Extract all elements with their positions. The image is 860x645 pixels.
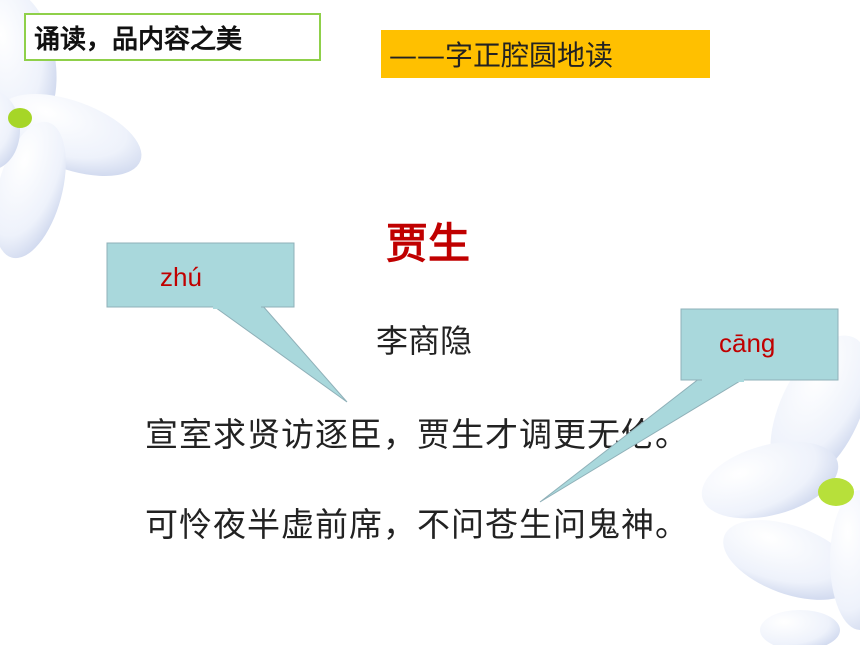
poem-author: 李商隐 — [376, 322, 473, 360]
pinyin-zhu: zhú — [160, 262, 202, 292]
poem-title: 贾生 — [386, 219, 471, 268]
section-title: 诵读，品内容之美 — [24, 13, 321, 61]
poem-line-2: 可怜夜半虚前席，不问苍生问鬼神。 — [145, 505, 689, 544]
flower-icon — [701, 335, 860, 645]
poem-line-1: 宣室求贤访逐臣，贾生才调更无伦。 — [145, 415, 689, 454]
subtitle-banner: ——字正腔圆地读 — [381, 30, 710, 78]
pinyin-cang: cāng — [719, 328, 776, 358]
